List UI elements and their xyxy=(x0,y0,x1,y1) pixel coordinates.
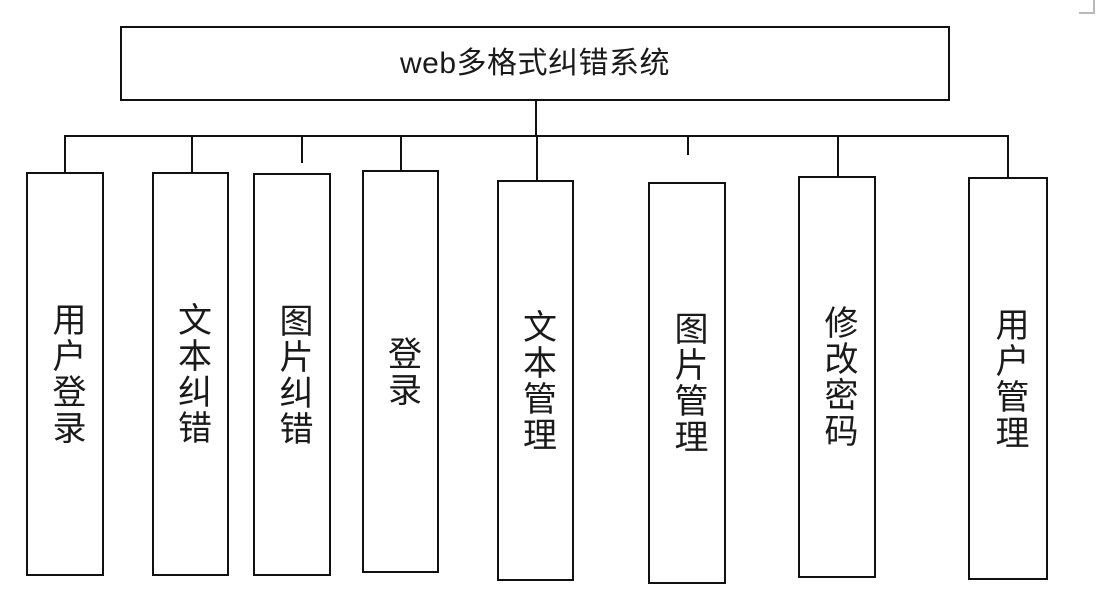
root-node[interactable]: web多格式纠错系统 xyxy=(120,26,950,101)
leaf-node-label: 用户登录 xyxy=(47,302,85,446)
leaf-node-label: 图片管理 xyxy=(669,311,707,455)
leaf-node-6[interactable]: 图片管理 xyxy=(648,182,726,584)
connector-drop-2 xyxy=(191,135,193,172)
connector-drop-1 xyxy=(64,135,66,172)
leaf-node-label: 图片纠错 xyxy=(274,302,312,447)
connector-drop-7 xyxy=(837,135,839,176)
leaf-node-label: 文本管理 xyxy=(517,308,555,453)
leaf-node-3[interactable]: 图片纠错 xyxy=(253,173,331,576)
leaf-node-5[interactable]: 文本管理 xyxy=(497,180,574,581)
connector-drop-8 xyxy=(1007,135,1009,177)
leaf-node-label: 登录 xyxy=(382,335,420,408)
connector-drop-4 xyxy=(400,135,402,170)
leaf-node-label: 用户管理 xyxy=(990,306,1028,451)
connector-drop-6 xyxy=(687,135,689,155)
connector-drop-3 xyxy=(301,135,303,163)
connector-drop-5 xyxy=(536,135,538,180)
leaf-node-4[interactable]: 登录 xyxy=(362,170,439,573)
connector-root-stem xyxy=(535,101,537,137)
leaf-node-1[interactable]: 用户登录 xyxy=(26,172,104,576)
leaf-node-2[interactable]: 文本纠错 xyxy=(152,172,229,576)
root-node-label: web多格式纠错系统 xyxy=(399,46,671,80)
leaf-node-label: 文本纠错 xyxy=(172,302,210,446)
leaf-node-7[interactable]: 修改密码 xyxy=(798,176,876,578)
leaf-node-8[interactable]: 用户管理 xyxy=(968,177,1048,580)
leaf-node-label: 修改密码 xyxy=(819,305,857,449)
page-corner-mark xyxy=(1079,0,1095,14)
